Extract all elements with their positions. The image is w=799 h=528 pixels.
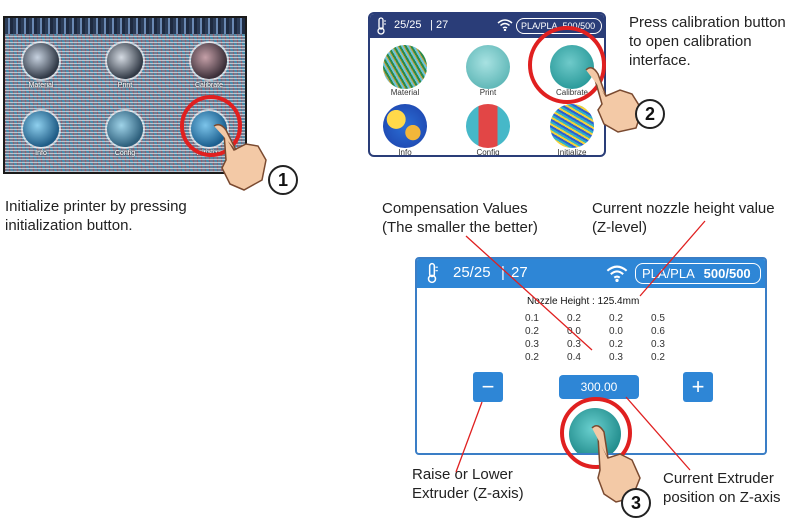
step-badge-3: 3	[621, 488, 651, 518]
config-label: Config	[114, 150, 136, 157]
screen2-remaining: 500/500	[562, 21, 596, 31]
comp-value: 0.4	[567, 352, 581, 363]
info-menu-label: Info	[398, 148, 412, 157]
screen3-divider: |	[501, 264, 505, 281]
plus-icon: +	[691, 374, 705, 399]
config-menu-label: Config	[476, 148, 500, 157]
screen3-filament-pill: PLA/PLA 500/500	[635, 263, 761, 284]
print-label: Print	[117, 82, 133, 89]
config-menu-button[interactable]	[466, 104, 510, 148]
comp-value: 0.0	[609, 326, 623, 337]
screen2-fan-value: 27	[436, 19, 449, 31]
compensation-caption: Compensation Values (The smaller the bet…	[382, 200, 538, 236]
comp-value: 0.5	[651, 313, 665, 324]
thermometer-icon	[427, 262, 438, 284]
comp-value: 0.2	[525, 326, 539, 337]
comp-value: 0.2	[525, 352, 539, 363]
screen3-remaining: 500/500	[703, 266, 751, 281]
comp-value: 0.2	[609, 313, 623, 324]
material-label: Material	[28, 82, 54, 89]
comp-value: 0.3	[651, 339, 665, 350]
comp-value: 0.3	[525, 339, 539, 350]
info-menu-button[interactable]	[383, 104, 427, 148]
pointing-hand-icon	[591, 425, 641, 503]
current-position-caption: Current Extruder position on Z-axis	[663, 470, 781, 506]
step-badge-1: 1	[268, 165, 298, 195]
extruder-position-value: 300.00	[580, 380, 618, 394]
info-label: Info	[35, 150, 47, 157]
config-button[interactable]	[107, 111, 143, 147]
print-menu-label: Print	[479, 88, 497, 97]
screen3-filament: PLA/PLA	[642, 266, 695, 281]
screen3-temperature: 25/25	[453, 264, 491, 281]
table-row: 0.3 0.3 0.2 0.3	[511, 338, 681, 351]
pointing-hand-icon	[585, 67, 643, 133]
comp-value: 0.3	[609, 352, 623, 363]
calibrate-label: Calibrate	[194, 82, 223, 89]
screen2-divider: |	[430, 19, 433, 31]
material-button[interactable]	[23, 43, 59, 79]
minus-icon: −	[481, 374, 495, 399]
lower-extruder-button[interactable]: −	[473, 372, 503, 402]
pointing-hand-icon	[213, 123, 267, 191]
screen3-status-bar: 25/25 | 27 PLA/PLA 500/500	[417, 259, 765, 288]
table-row: 0.1 0.2 0.2 0.5	[511, 312, 681, 325]
initialize-menu-label: Initialize	[557, 148, 587, 157]
comp-value: 0.1	[525, 313, 539, 324]
print-button[interactable]	[107, 43, 143, 79]
highlight-ring-confirm	[560, 397, 632, 469]
raise-extruder-button[interactable]: +	[683, 372, 713, 402]
nozzle-caption: Current nozzle height value (Z-level)	[592, 200, 775, 236]
screen1-header	[5, 18, 245, 34]
comp-value: 0.0	[567, 326, 581, 337]
step-badge-2: 2	[635, 99, 665, 129]
thermometer-icon	[377, 17, 386, 35]
wifi-icon	[606, 265, 628, 282]
material-menu-button[interactable]	[383, 45, 427, 89]
highlight-ring-initialize	[180, 95, 242, 157]
table-row: 0.2 0.4 0.3 0.2	[511, 351, 681, 364]
info-button[interactable]	[23, 111, 59, 147]
nozzle-height-readout: Nozzle Height : 125.4mm	[527, 296, 640, 307]
table-row: 0.2 0.0 0.0 0.6	[511, 325, 681, 338]
highlight-ring-calibrate	[528, 26, 606, 104]
wifi-icon	[497, 19, 513, 31]
comp-value: 0.2	[567, 313, 581, 324]
step1-caption: Initialize printer by pressing initializ…	[5, 198, 187, 234]
print-menu-button[interactable]	[466, 45, 510, 89]
screen3-fan-value: 27	[511, 264, 528, 281]
initialize-menu-button[interactable]	[550, 104, 594, 148]
calibrate-button[interactable]	[191, 43, 227, 79]
comp-value: 0.3	[567, 339, 581, 350]
extruder-position-field[interactable]: 300.00	[559, 375, 639, 399]
comp-value: 0.2	[651, 352, 665, 363]
screen2-filament: PLA/PLA	[521, 21, 558, 31]
compensation-values-grid: 0.1 0.2 0.2 0.5 0.2 0.0 0.0 0.6 0.3 0.3 …	[511, 312, 681, 364]
material-menu-label: Material	[390, 88, 420, 97]
step2-caption: Press calibration button to open calibra…	[629, 14, 786, 69]
comp-value: 0.2	[609, 339, 623, 350]
raise-lower-caption: Raise or Lower Extruder (Z-axis)	[412, 466, 524, 502]
comp-value: 0.6	[651, 326, 665, 337]
screen2-temperature: 25/25	[394, 19, 422, 31]
